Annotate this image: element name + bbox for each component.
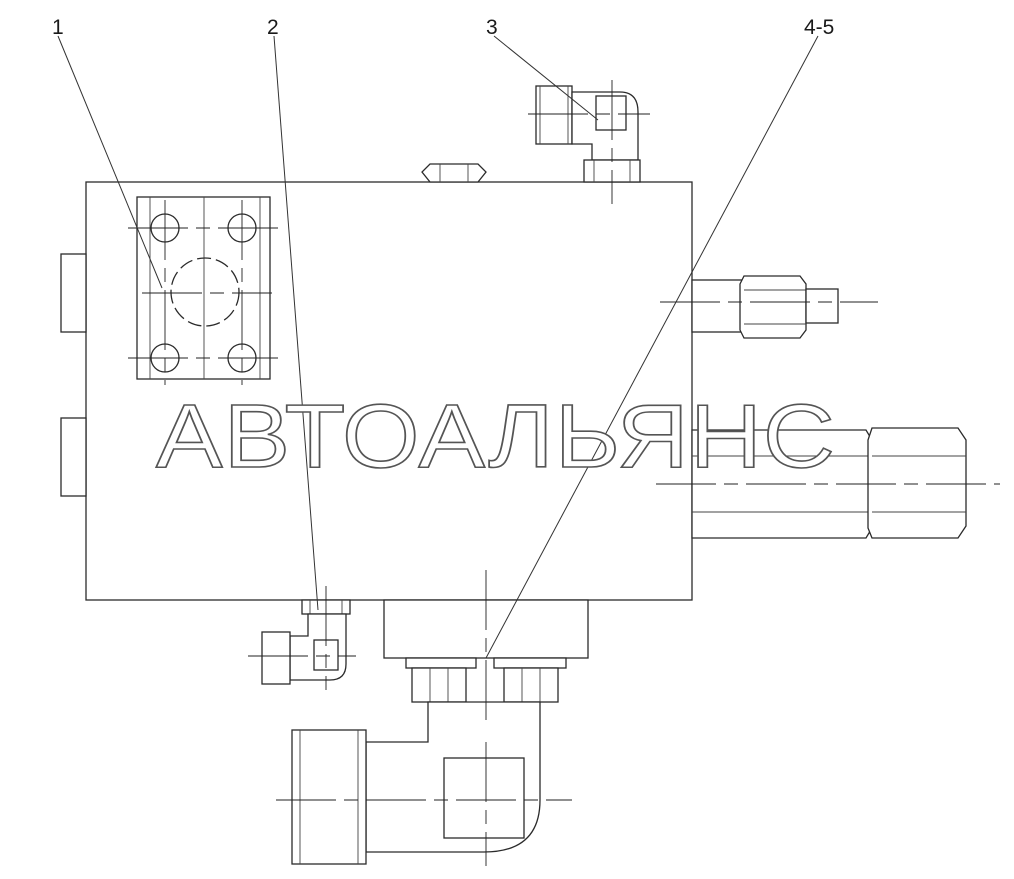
callout-3: 3 [486,16,498,39]
right-lower-fitting [656,427,1000,539]
callout-4-5: 4-5 [804,16,834,39]
leader-lines [57,35,819,659]
top-elbow-fitting [528,80,650,204]
flange-port [128,196,282,385]
callout-1: 1 [52,16,64,39]
small-elbow-fitting [248,586,356,690]
callout-2: 2 [267,16,279,39]
right-upper-fitting [660,275,878,339]
bottom-manifold [276,570,589,866]
watermark: АВТОАЛЬЯНС [156,387,836,487]
valve-body [60,163,693,601]
